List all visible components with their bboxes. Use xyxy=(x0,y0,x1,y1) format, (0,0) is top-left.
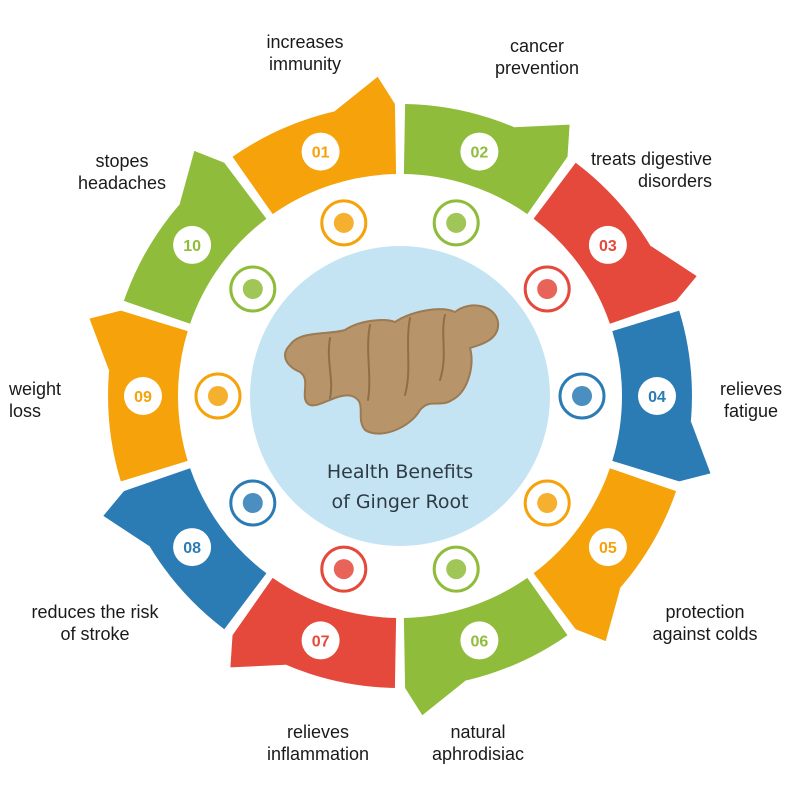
benefit-label-03: treats digestive disorders xyxy=(590,149,712,191)
slim-waist-icon xyxy=(194,372,242,420)
benefit-segment-04: 04 xyxy=(558,310,711,482)
number-badge-text: 09 xyxy=(134,389,152,406)
benefit-segment-02: 02 xyxy=(403,104,570,247)
number-badge xyxy=(460,132,499,171)
stomach-gears-icon xyxy=(523,265,571,313)
benefit-label-09: weight loss xyxy=(9,379,62,421)
benefit-label-01: increases immunity xyxy=(266,32,344,74)
number-badge xyxy=(588,528,627,567)
flexed-arm-icon xyxy=(558,372,606,420)
benefit-segment-10: 10 xyxy=(123,150,277,324)
segment-pointer xyxy=(679,421,711,482)
inflamed-joint-icon xyxy=(320,545,368,593)
segment-pointer xyxy=(334,76,395,112)
diagram-title: Health Benefits of Ginger Root xyxy=(326,461,474,513)
segment-pointer xyxy=(514,124,570,157)
number-badge xyxy=(173,528,212,567)
number-badge xyxy=(588,225,627,264)
number-badge xyxy=(638,377,676,415)
number-badge-text: 07 xyxy=(312,633,330,650)
shield-virus-icon xyxy=(320,199,368,247)
number-badge-text: 05 xyxy=(599,540,617,557)
benefit-label-10: stopes headaches xyxy=(77,151,167,193)
number-badge-text: 06 xyxy=(471,633,489,650)
number-badge-text: 04 xyxy=(648,389,666,406)
segment-pointer xyxy=(650,245,697,301)
segment-pointer xyxy=(89,310,121,371)
number-badge-text: 02 xyxy=(471,145,489,162)
benefit-label-05: protection against colds xyxy=(652,602,758,644)
segment-pointer xyxy=(230,635,286,668)
number-badge xyxy=(173,225,212,264)
benefit-label-08: reduces the risk of stroke xyxy=(31,602,159,644)
number-badge-text: 10 xyxy=(183,238,201,255)
number-badge xyxy=(460,621,499,660)
benefit-segment-07: 07 xyxy=(230,545,397,688)
number-badge xyxy=(301,132,340,171)
benefit-segment-05: 05 xyxy=(523,468,677,642)
number-badge xyxy=(124,377,162,415)
segment-pointer xyxy=(103,491,150,547)
benefit-label-02: cancer prevention xyxy=(494,36,580,78)
segment-pointer xyxy=(405,680,466,716)
segment-pointer xyxy=(179,150,225,205)
benefit-label-07: relieves inflammation xyxy=(266,722,370,764)
brain-stroke-icon xyxy=(229,479,277,527)
benefit-segment-01: 01 xyxy=(232,76,397,247)
number-badge-text: 08 xyxy=(183,540,201,557)
benefit-label-04: relieves fatigue xyxy=(719,379,783,421)
number-badge xyxy=(301,621,340,660)
no-cancer-cells-icon xyxy=(432,199,480,247)
sore-throat-head-icon xyxy=(523,479,571,527)
benefit-segment-06: 06 xyxy=(403,545,568,716)
number-badge-text: 03 xyxy=(599,238,617,255)
benefit-segment-09: 09 xyxy=(89,310,242,482)
segment-pointer xyxy=(575,587,621,642)
benefit-segment-03: 03 xyxy=(523,162,697,324)
headache-head-icon xyxy=(229,265,277,313)
ginger-root-icon xyxy=(284,304,500,435)
couple-heart-icon xyxy=(432,545,480,593)
benefit-segment-08: 08 xyxy=(103,468,277,630)
benefit-label-06: natural aphrodisiac xyxy=(431,722,525,764)
number-badge-text: 01 xyxy=(312,145,330,162)
